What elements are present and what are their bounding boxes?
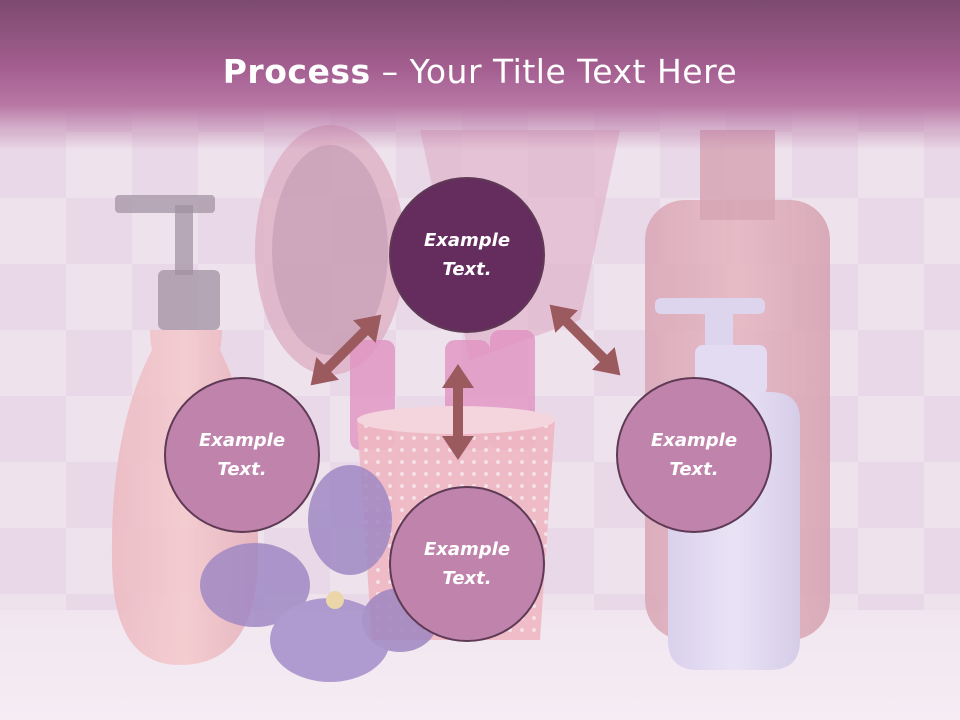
node-right-line1: Example — [650, 430, 738, 451]
slide-title: Process – Your Title Text Here — [0, 52, 960, 91]
process-node-right: Example Text. — [616, 377, 772, 533]
title-bold: Process — [222, 52, 371, 91]
arrow-vertical — [442, 364, 474, 460]
node-top-line2: Text. — [442, 259, 492, 280]
node-left-line2: Text. — [217, 459, 267, 480]
title-bar — [0, 0, 960, 150]
arrow-top-left — [310, 314, 382, 386]
node-bottom-line2: Text. — [442, 568, 492, 589]
process-node-left: Example Text. — [164, 377, 320, 533]
node-right-line2: Text. — [669, 459, 719, 480]
node-top-line1: Example — [423, 230, 511, 251]
arrow-top-right — [549, 304, 621, 376]
node-bottom-line1: Example — [423, 539, 511, 560]
node-left-line1: Example — [198, 430, 286, 451]
title-rest: – Your Title Text Here — [370, 52, 738, 91]
process-node-top: Example Text. — [389, 177, 545, 333]
process-node-bottom: Example Text. — [389, 486, 545, 642]
